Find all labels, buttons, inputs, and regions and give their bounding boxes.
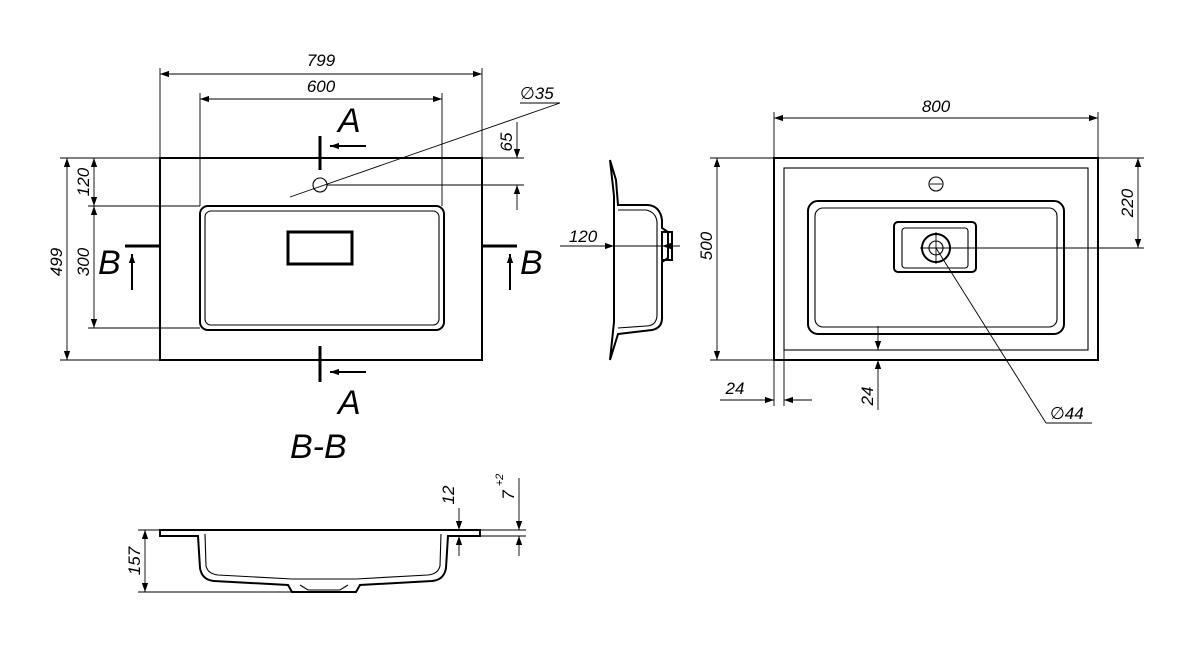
dim-depth: 500 [697, 231, 716, 260]
dim-width: 800 [922, 97, 951, 116]
section-a-bottom-label: A [336, 384, 361, 422]
section-bb-outline [159, 529, 481, 593]
dim-rim-front: 24 [858, 387, 877, 407]
dim-tap-hole: ∅35 [520, 84, 554, 103]
dim-lip-tolerance: +2 [494, 474, 506, 487]
dim-bowl-depth: 300 [74, 247, 93, 276]
dim-height: 157 [125, 546, 144, 575]
top-view-bowl-outer [199, 205, 445, 331]
top-view: ∅35 799 600 65 120 300 499 A A [47, 51, 561, 422]
top-view-drain [286, 230, 354, 266]
side-dim-depth: 120 [569, 227, 598, 246]
dim-hole-from-edge: 120 [74, 167, 93, 196]
side-view-outline [609, 159, 669, 361]
dim-drain: ∅44 [1050, 404, 1084, 423]
bottom-view-bowl-inner [814, 207, 1058, 328]
bottom-view-outline [773, 157, 1099, 361]
side-view: 120 [560, 159, 680, 361]
section-b-right-label: B [520, 244, 543, 282]
section-bb-title: B-B [290, 428, 347, 466]
dim-width-overall: 799 [307, 51, 336, 70]
section-bb: B-B 157 12 7 +2 [125, 428, 526, 593]
bottom-view-bowl-outer [807, 200, 1065, 335]
dim-hole-offset: 65 [497, 132, 516, 151]
bottom-view-tap-hole [928, 176, 944, 192]
bottom-view-drain-housing [893, 221, 977, 273]
dim-width-bowl: 600 [307, 77, 336, 96]
dim-drain-offset: 220 [1118, 188, 1137, 218]
top-view-bowl-inner [204, 210, 440, 326]
dim-rim: 12 [439, 485, 458, 504]
bottom-view: ∅44 800 500 220 24 24 [697, 97, 1144, 424]
dim-rim-left: 24 [725, 379, 745, 398]
section-a-top-label: A [336, 102, 361, 140]
dim-lip: 7 [499, 490, 518, 500]
dim-depth-overall: 499 [47, 247, 66, 276]
section-b-left-label: B [98, 244, 121, 282]
bottom-view-rim [783, 167, 1089, 351]
